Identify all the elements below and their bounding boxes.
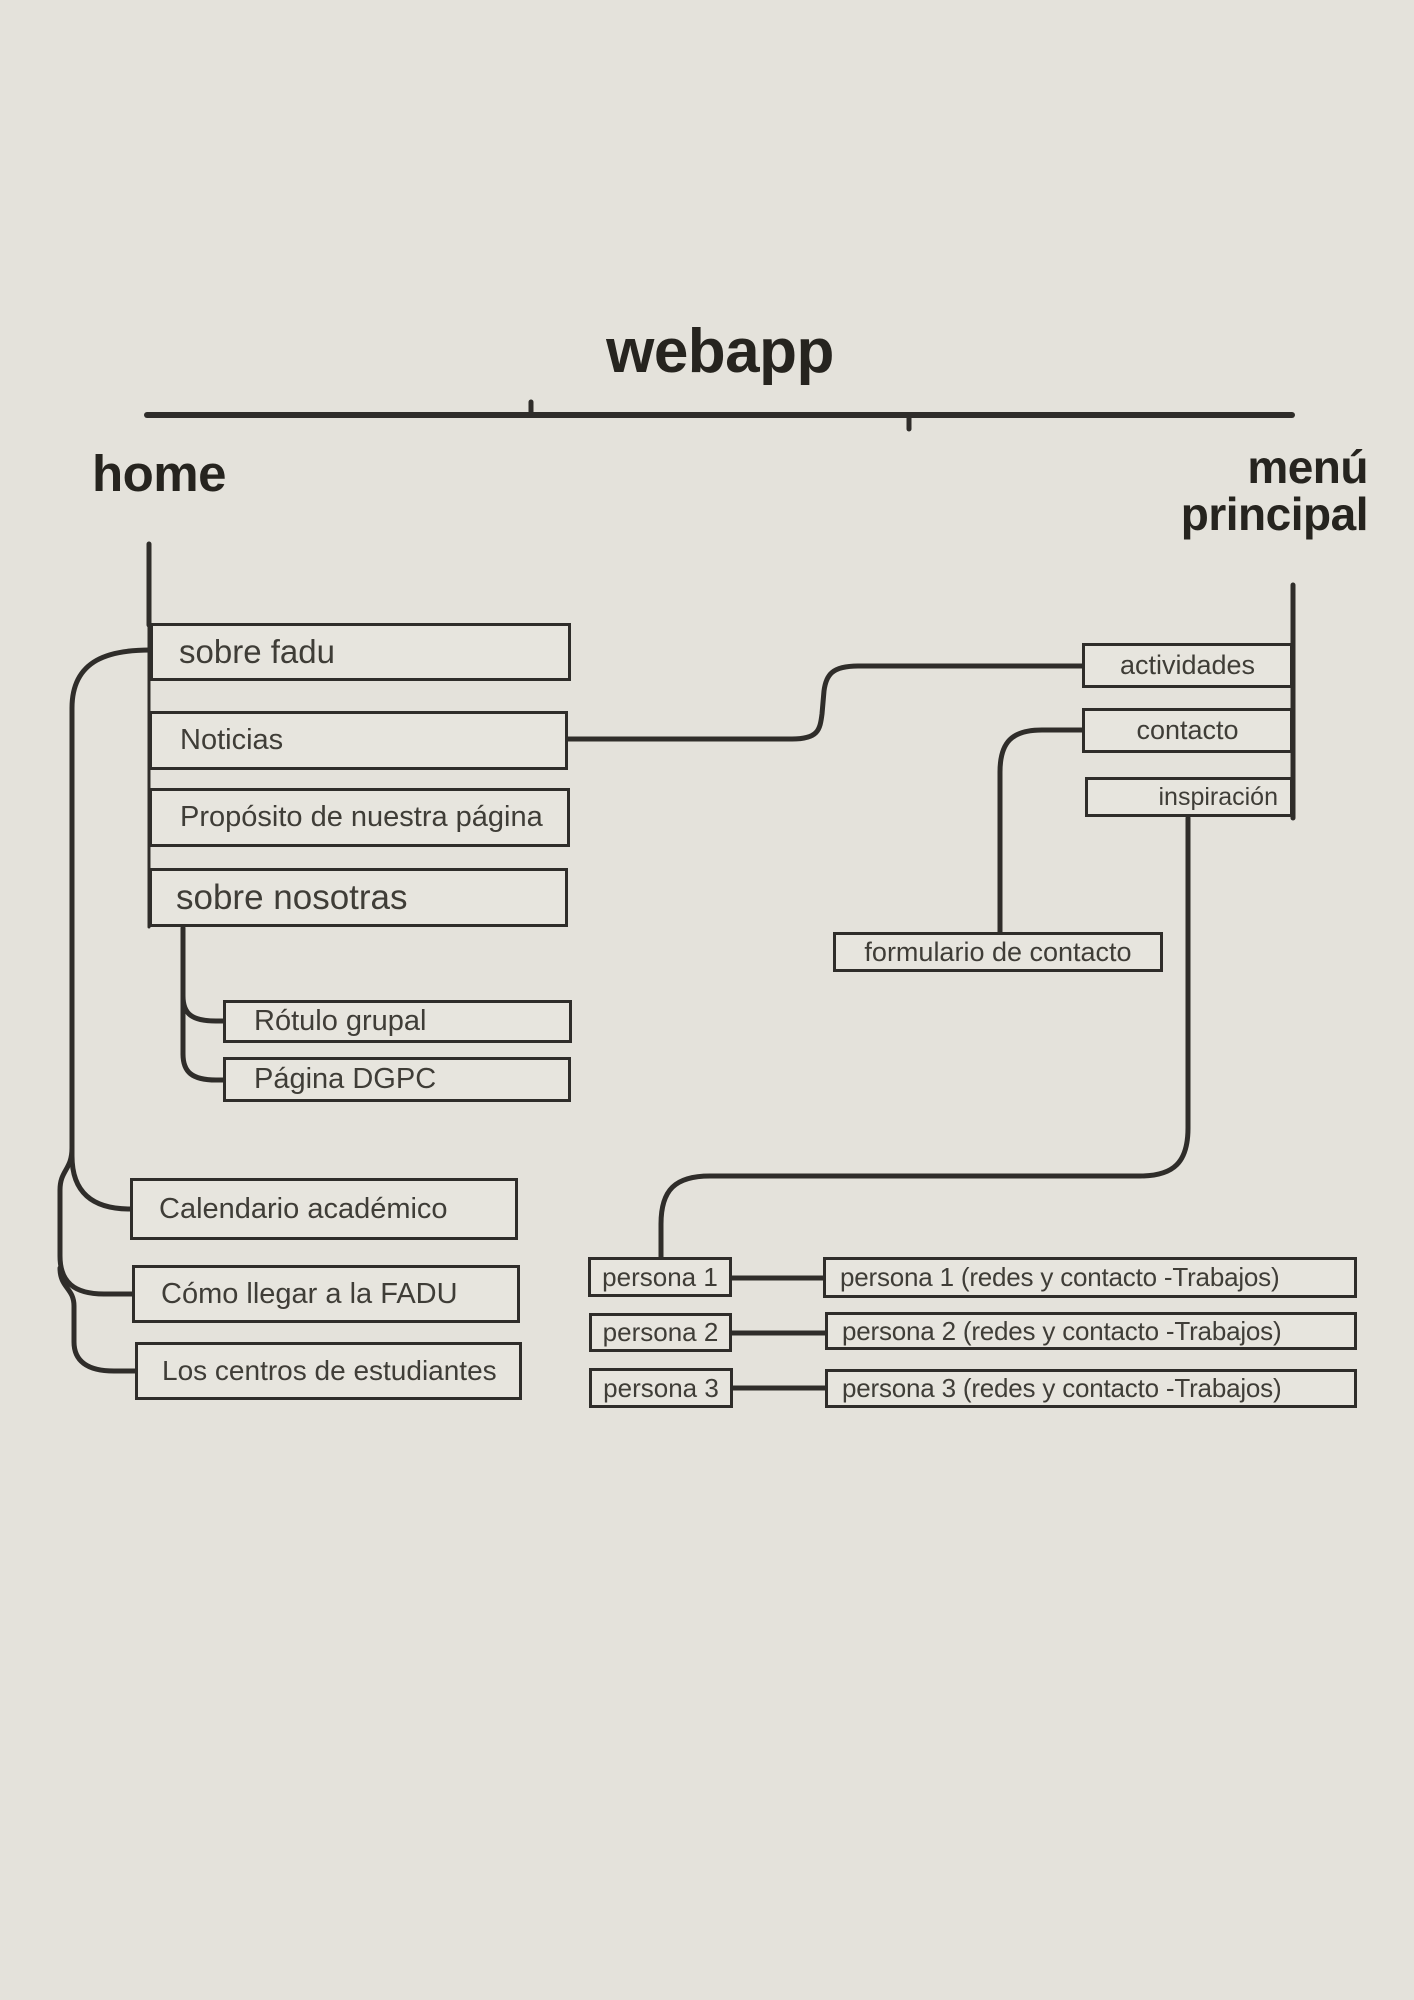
node-como-llegar: Cómo llegar a la FADU bbox=[132, 1265, 520, 1323]
bracket-calendario bbox=[69, 647, 153, 1212]
node-actividades: actividades bbox=[1082, 643, 1293, 688]
node-persona-1: persona 1 bbox=[588, 1257, 732, 1297]
node-rotulo-grupal: Rótulo grupal bbox=[223, 1000, 572, 1043]
bracket-como-llegar bbox=[57, 1145, 136, 1297]
bracket-centros bbox=[57, 1265, 139, 1374]
node-noticias: Noticias bbox=[149, 711, 568, 770]
node-proposito: Propósito de nuestra página bbox=[149, 788, 570, 847]
link-dgpc bbox=[180, 1051, 227, 1083]
node-persona-2: persona 2 bbox=[589, 1313, 732, 1352]
node-sobre-fadu: sobre fadu bbox=[150, 623, 571, 681]
node-centros-estudiantes: Los centros de estudiantes bbox=[135, 1342, 522, 1400]
node-calendario: Calendario académico bbox=[130, 1178, 518, 1240]
page-title: webapp bbox=[606, 317, 834, 386]
node-persona-3: persona 3 bbox=[589, 1368, 733, 1408]
section-title-home: home bbox=[92, 445, 227, 502]
link-rotulo bbox=[180, 993, 227, 1024]
link-inspiracion-personas bbox=[658, 815, 1191, 1260]
node-formulario-contacto: formulario de contacto bbox=[833, 932, 1163, 972]
section-title-menu: menú principal bbox=[1180, 441, 1369, 540]
node-persona-1-detail: persona 1 (redes y contacto -Trabajos) bbox=[823, 1257, 1357, 1298]
menu-title-line2: principal bbox=[1180, 487, 1369, 540]
link-noticias-actividades bbox=[565, 663, 1085, 742]
node-persona-3-detail: persona 3 (redes y contacto -Trabajos) bbox=[825, 1369, 1357, 1408]
link-contacto-formulario bbox=[997, 727, 1085, 935]
node-pagina-dgpc: Página DGPC bbox=[223, 1057, 571, 1102]
node-inspiracion: inspiración bbox=[1085, 777, 1293, 817]
node-persona-2-detail: persona 2 (redes y contacto -Trabajos) bbox=[825, 1312, 1357, 1350]
menu-title-line1: menú bbox=[1247, 441, 1368, 493]
node-contacto: contacto bbox=[1082, 708, 1293, 753]
node-sobre-nosotras: sobre nosotras bbox=[149, 868, 568, 927]
